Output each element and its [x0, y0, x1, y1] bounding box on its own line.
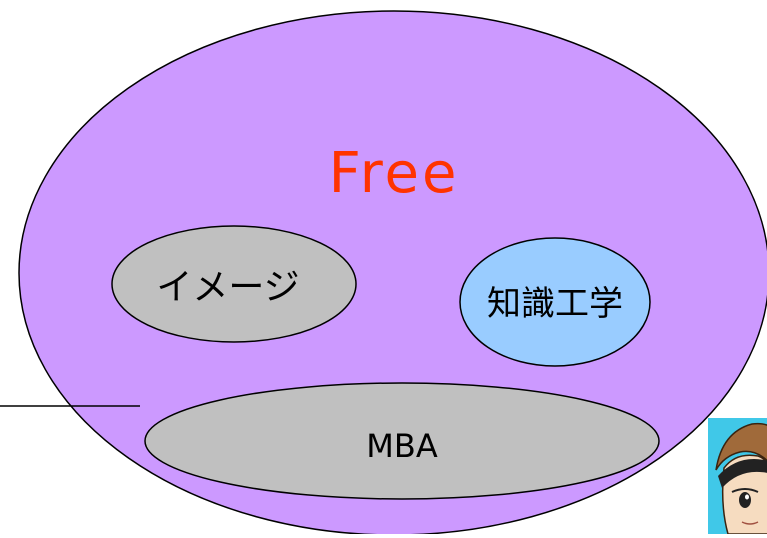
label-knowledge-engineering: 知識工学 [487, 284, 623, 324]
outer-label-free: Free [329, 141, 460, 206]
label-image: イメージ [156, 267, 299, 308]
ellipse-knowledge-engineering [459, 237, 651, 367]
ellipse-mba [144, 382, 660, 500]
ellipse-image [111, 225, 357, 343]
label-mba: MBA [366, 427, 438, 465]
character-image [708, 418, 767, 534]
